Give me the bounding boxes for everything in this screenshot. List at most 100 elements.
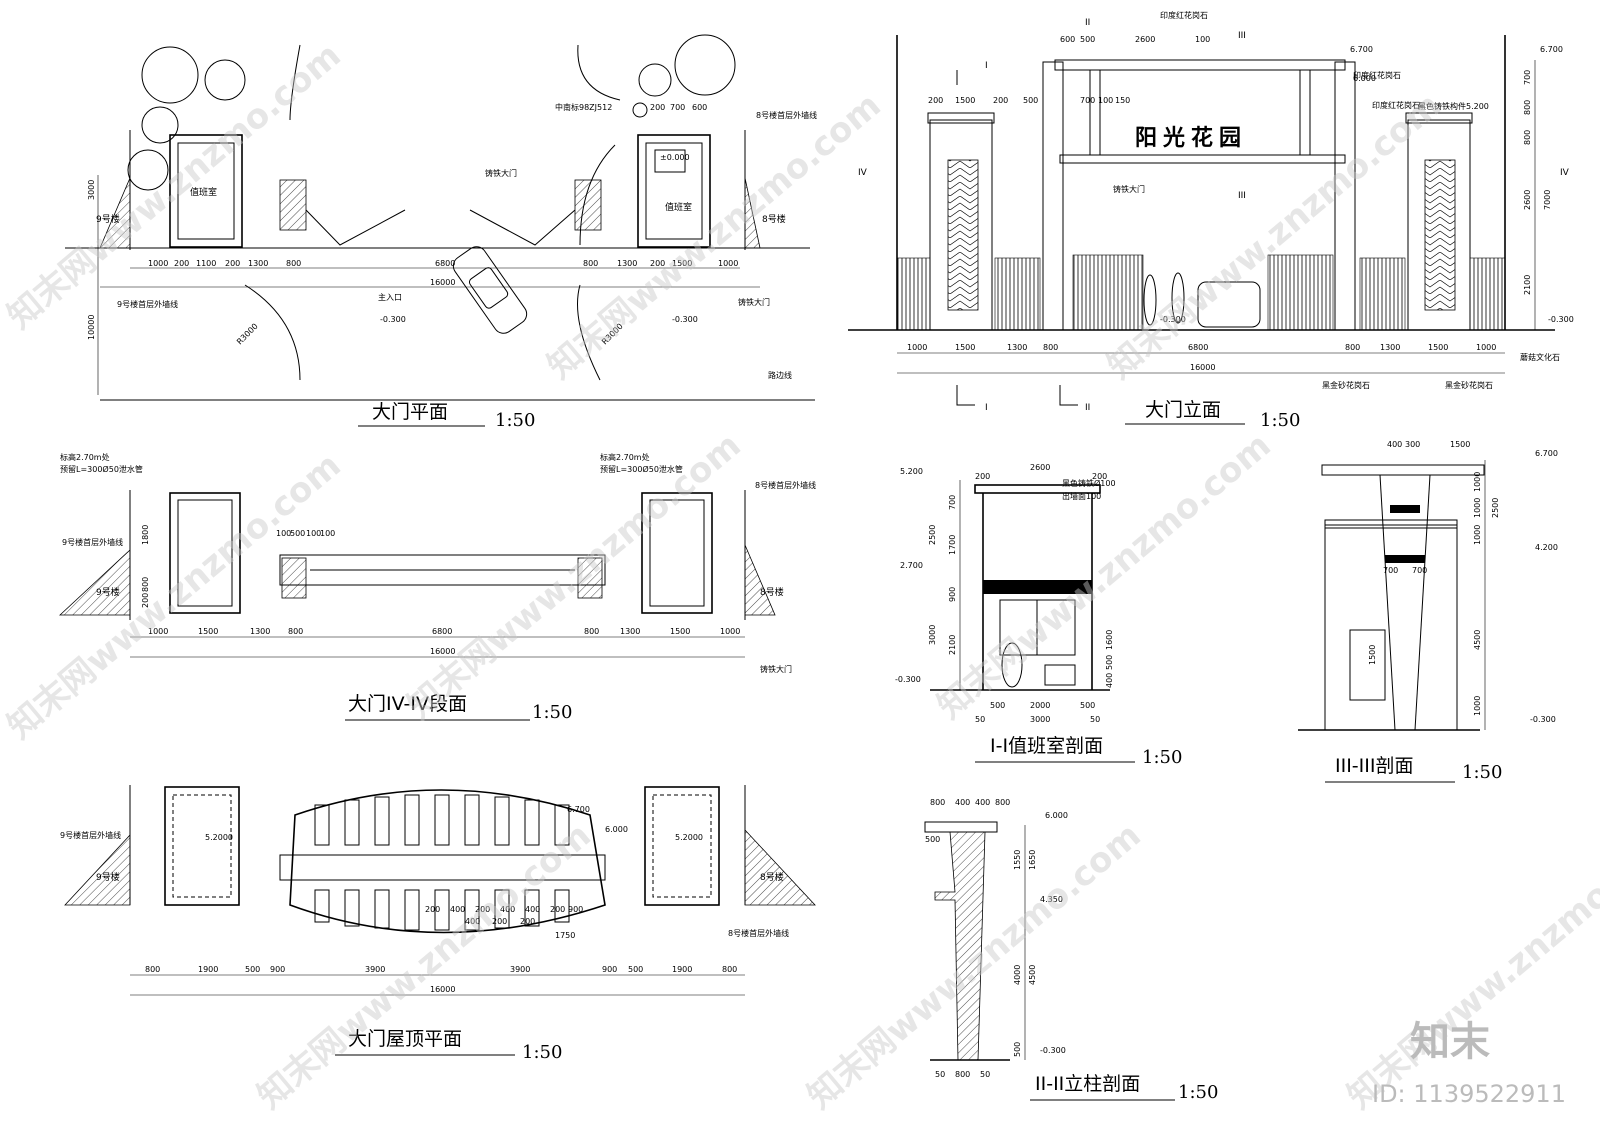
- road-curve: [244, 284, 301, 381]
- dim-text: 800: [584, 627, 599, 636]
- dim-text: 200: [993, 96, 1008, 105]
- dim-text: 200: [225, 259, 240, 268]
- guard-house-left: [169, 492, 241, 614]
- section-leader: [1059, 385, 1078, 406]
- guard-roof-left: [164, 786, 240, 906]
- section-mark: III: [1238, 31, 1246, 41]
- svg-text:知末网www.znzmo.com: 知末网www.znzmo.com: [1340, 815, 1600, 1117]
- level-mark: 2.700: [900, 561, 923, 570]
- pillar-cladding: [1424, 159, 1456, 311]
- roof-slats: [314, 794, 570, 931]
- dim-text: 500: [1105, 655, 1114, 670]
- roof-slab: [974, 484, 1101, 494]
- taper-line: [1414, 474, 1431, 731]
- level-mark: 6.000: [1045, 811, 1068, 820]
- guard-house-right-inner: [649, 499, 705, 607]
- dim-text: 1900: [198, 965, 218, 974]
- gate-leaf-right: [469, 209, 576, 246]
- dim-text: 500: [925, 835, 940, 844]
- tree-symbol: [204, 59, 246, 101]
- gate-label: 铸铁大门: [738, 297, 770, 307]
- gate-label: 铸铁大门: [760, 664, 792, 674]
- guard-house-right-inner: [645, 142, 703, 240]
- dim-text: 200: [174, 259, 189, 268]
- dim-text: 50: [1090, 715, 1100, 724]
- tree-symbol: [141, 46, 199, 104]
- dim-text: 800: [722, 965, 737, 974]
- plan-scale: 1:50: [495, 410, 535, 431]
- section-i-scale: 1:50: [1142, 747, 1182, 768]
- dim-text: 2600: [1030, 463, 1050, 472]
- dim-text: 800: [583, 259, 598, 268]
- material-label: 黑金砂花岗石: [1445, 380, 1493, 390]
- road-curve: [289, 44, 301, 121]
- dim-text: 100: [306, 529, 321, 538]
- dim-text: 200: [928, 96, 943, 105]
- dim-text: 700: [948, 495, 957, 510]
- section-iii-title: III-III剖面: [1335, 755, 1413, 777]
- roof-title: 大门屋顶平面: [348, 1028, 462, 1050]
- guard-house-left-inner: [177, 142, 235, 240]
- dim-text: 400: [975, 798, 990, 807]
- dim-text: 1600: [1105, 630, 1114, 650]
- column-left: [281, 557, 307, 599]
- material-label: 印度红花岗石: [1353, 70, 1401, 80]
- dim-text-total: 16000: [430, 985, 455, 994]
- dim-text: 200: [975, 472, 990, 481]
- guard-house-left: [169, 134, 243, 248]
- dim-text: 1300: [1380, 343, 1400, 352]
- guard-roof-left-inner: [172, 794, 232, 898]
- wall-9-label: 9号楼首层外墙线: [62, 537, 123, 547]
- dim-text: 200: [141, 593, 150, 608]
- dim-text: 1000: [148, 627, 168, 636]
- building-8-label: 8号楼: [760, 586, 784, 598]
- dim-text: 500: [1080, 701, 1095, 710]
- ring-beam: [983, 580, 1092, 594]
- dim-text-total: 16000: [430, 278, 455, 287]
- level-mark: -0.300: [1040, 1046, 1066, 1055]
- dim-text: 200: [1092, 472, 1107, 481]
- gate-label: 铸铁大门: [485, 168, 517, 178]
- dim-text: 1300: [620, 627, 640, 636]
- cast-iron-gate: [1267, 254, 1334, 331]
- dim-text: 6800: [1188, 343, 1208, 352]
- section-mark: I: [985, 403, 988, 413]
- svg-text:400: 400: [465, 917, 480, 926]
- dim-text: 7000: [1543, 190, 1552, 210]
- dim-text: 700: [1383, 566, 1398, 575]
- dim-text: 50: [935, 1070, 945, 1079]
- gate-plan: 值班室 9号楼 ±0.000 值班室 8号楼 中南标98ZJ512 1000 2…: [65, 34, 817, 431]
- level-mark: -0.300: [1548, 315, 1574, 324]
- dim-text: 200: [650, 259, 665, 268]
- level-mark: 4.200: [1535, 543, 1558, 552]
- dim-text: 1300: [617, 259, 637, 268]
- dim-text: 800: [141, 577, 150, 592]
- section-iv-iv: 标高2.70m处 预留L=300Ø50泄水管 标高2.70m处 预留L=300Ø…: [58, 452, 816, 723]
- dim-text: 1000: [1473, 525, 1482, 545]
- dim-text: 500: [1080, 35, 1095, 44]
- dim-text: 500: [1023, 96, 1038, 105]
- building-9-label: 9号楼: [96, 213, 120, 225]
- dim-text: 1500: [1450, 440, 1470, 449]
- pergola-beam: [1054, 59, 1346, 71]
- guard-house-right-label: 值班室: [665, 201, 692, 213]
- dim-text: 500: [990, 701, 1005, 710]
- dim-text: 1000: [720, 627, 740, 636]
- dim-text: 2500: [1491, 498, 1500, 518]
- dim-text: 1500: [198, 627, 218, 636]
- dim-text: 100: [1098, 96, 1113, 105]
- svg-text:200: 200: [475, 905, 490, 914]
- wall-9-label: 9号楼首层外墙线: [60, 830, 121, 840]
- dim-text: 3000: [87, 180, 96, 200]
- dim-text: 1000: [907, 343, 927, 352]
- section-mark: IV: [858, 168, 868, 178]
- toilet-fixture: [654, 149, 686, 173]
- dim-text: 800: [955, 1070, 970, 1079]
- building-8-wall: [744, 828, 816, 906]
- seated-person: [1001, 642, 1023, 688]
- level-mark: 5.200: [900, 467, 923, 476]
- dim-text: 1000: [148, 259, 168, 268]
- section-iv-title: 大门IV-IV段面: [348, 693, 467, 715]
- dim-text: 400: [1387, 440, 1402, 449]
- dim-text: 800: [1523, 100, 1532, 115]
